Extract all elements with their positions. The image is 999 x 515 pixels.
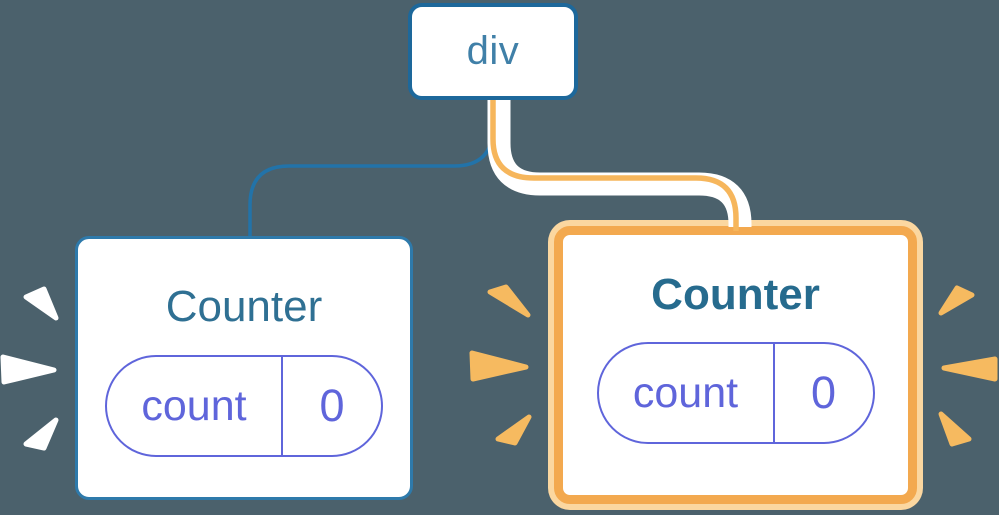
root-node: div: [408, 3, 578, 100]
counter-title: Counter: [651, 270, 820, 319]
counter-title: Counter: [165, 282, 323, 331]
edge-div-to-right-counter-casing: [487, 97, 752, 227]
state-key: count: [632, 368, 739, 417]
orange-spark-burst-left-icon: [469, 284, 532, 446]
state-pill: count 0: [105, 355, 383, 457]
white-spark-burst-icon: [0, 286, 59, 451]
root-node-label: div: [466, 29, 520, 73]
orange-spark-burst-right-icon: [938, 285, 998, 447]
state-value: 0: [772, 344, 873, 442]
counter-card-left: Counter count 0: [75, 236, 413, 500]
counter-card-right-highlighted: Counter count 0: [554, 226, 917, 504]
state-value: 0: [281, 357, 381, 455]
edge-div-to-right-counter-core: [490, 97, 739, 231]
state-pill: count 0: [596, 342, 875, 444]
state-key: count: [141, 381, 247, 430]
edge-div-to-left-counter: [248, 98, 495, 236]
